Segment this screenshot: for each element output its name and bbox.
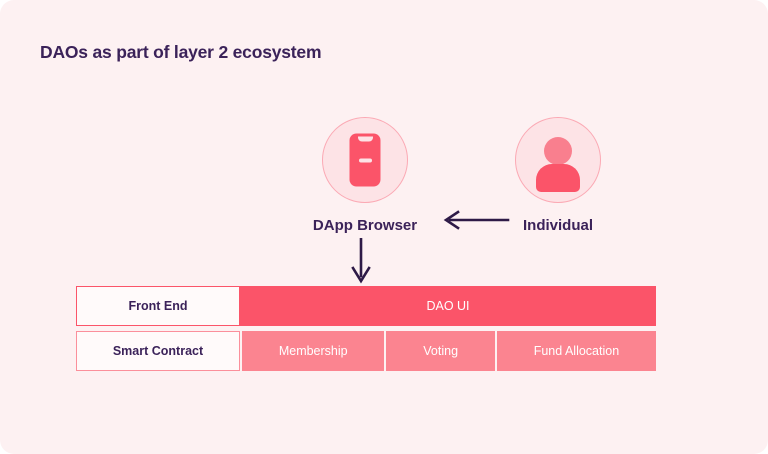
mobile-phone-icon [349, 133, 381, 187]
page-title: DAOs as part of layer 2 ecosystem [40, 42, 322, 62]
person-body-icon [536, 164, 580, 192]
cell-dao-ui[interactable]: DAO UI [240, 286, 656, 326]
individual-icon-circle [515, 117, 601, 203]
phone-notch-icon [357, 136, 373, 142]
row-label-front-end: Front End [76, 286, 240, 326]
node-dapp-browser-label: DApp Browser [312, 217, 418, 234]
cell-fund-allocation[interactable]: Fund Allocation [494, 331, 656, 371]
node-individual[interactable]: Individual [493, 117, 623, 234]
phone-slot-icon [358, 158, 372, 162]
arrow-left-icon [443, 210, 510, 230]
node-individual-label: Individual [522, 217, 593, 234]
row-label-smart-contract: Smart Contract [76, 331, 240, 371]
cell-voting[interactable]: Voting [384, 331, 495, 371]
stack-row-front-end: Front End DAO UI [76, 286, 656, 326]
person-head-icon [544, 137, 572, 165]
dapp-browser-icon-circle [322, 117, 408, 203]
arrow-down-icon [351, 238, 371, 284]
stack-row-smart-contract: Smart Contract Membership Voting Fund Al… [76, 331, 656, 371]
node-dapp-browser[interactable]: DApp Browser [300, 117, 430, 234]
cell-membership[interactable]: Membership [240, 331, 385, 371]
